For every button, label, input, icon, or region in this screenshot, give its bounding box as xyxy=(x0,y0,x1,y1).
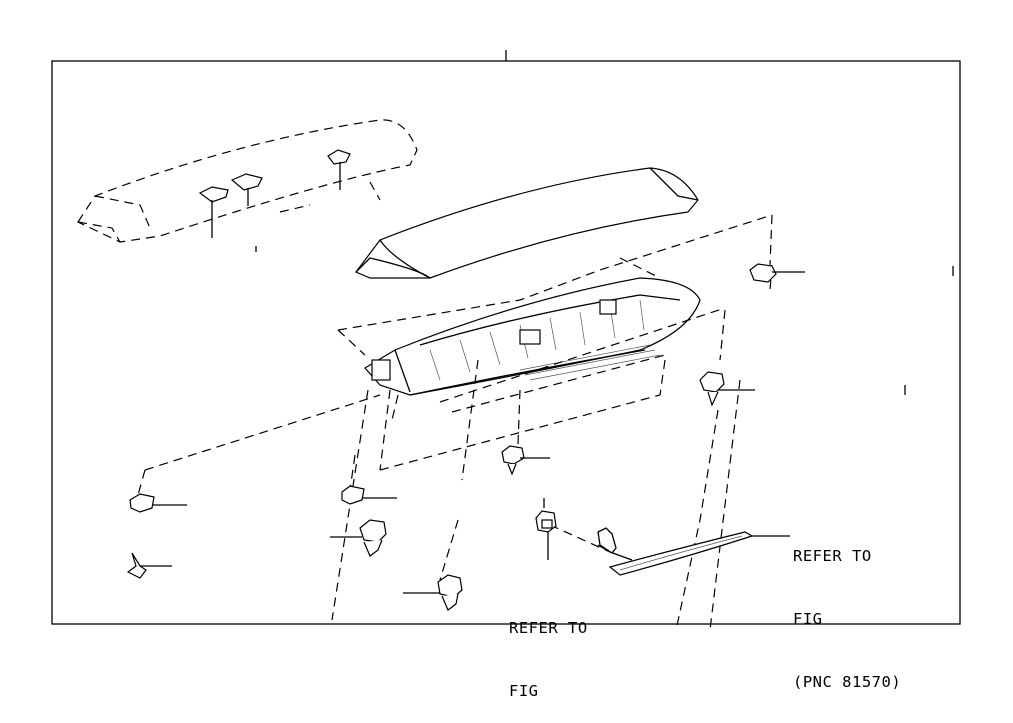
callout-line: REFER TO xyxy=(509,619,588,637)
spoiler-base-frame xyxy=(364,277,701,396)
callout-refer-to-fig-pnc: REFER TO FIG (PNC 81570) xyxy=(793,504,901,714)
callout-line: REFER TO xyxy=(793,547,872,565)
clip-top-right xyxy=(749,263,805,283)
push-clip-left xyxy=(330,519,387,557)
parts-diagram xyxy=(51,50,961,631)
callout-line: (PNC 81570) xyxy=(793,673,902,691)
spoiler-cover-outline xyxy=(77,119,418,243)
screw-left xyxy=(126,552,172,579)
stop-lamp-assembly xyxy=(597,527,790,576)
clip-middle xyxy=(501,445,550,476)
nut-left xyxy=(129,493,187,513)
callout-line: FIG xyxy=(509,682,539,700)
base-dashed-outline xyxy=(337,214,773,331)
push-clip-bottom xyxy=(403,574,463,611)
cover-pad-3 xyxy=(327,149,351,190)
cover-pad-1 xyxy=(198,186,229,238)
callout-refer-to-fig: REFER TO FIG xyxy=(509,576,588,723)
callout-line: FIG xyxy=(793,610,823,628)
nut-centre xyxy=(341,485,397,505)
bolt-washer xyxy=(535,498,557,560)
clip-right xyxy=(699,371,755,407)
cover-pad-2 xyxy=(230,173,263,206)
rear-spoiler-shell xyxy=(355,167,699,279)
